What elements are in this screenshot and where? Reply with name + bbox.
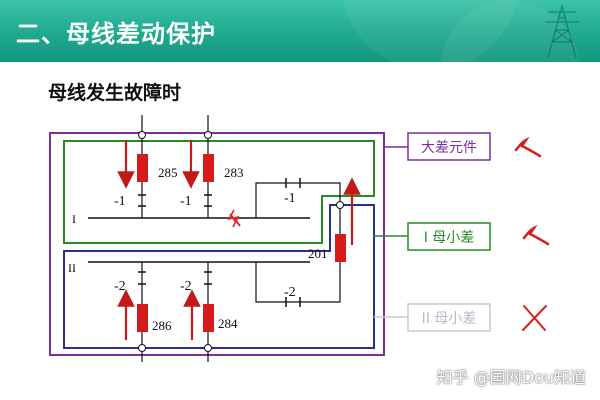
bus1-diff-zone bbox=[63, 140, 375, 244]
feeder-283: 283 -1 bbox=[180, 115, 244, 218]
breaker-201 bbox=[335, 234, 346, 262]
title-decoration bbox=[342, 0, 580, 62]
breaker-201-label: 201 bbox=[308, 246, 328, 261]
bus-coupler-201: -1 201 -2 bbox=[255, 177, 361, 307]
bus2-diff-element: II 母小差 bbox=[407, 303, 491, 332]
breaker-284-label: 284 bbox=[218, 316, 238, 331]
feeder-286: -2 286 bbox=[114, 262, 172, 362]
bus2-diff-label: II 母小差 bbox=[422, 311, 477, 327]
feeder-284: -2 284 bbox=[180, 262, 238, 362]
breaker-283-label: 283 bbox=[224, 165, 244, 180]
fault-lightning-icon-2 bbox=[227, 209, 240, 228]
switch-285-label: -1 bbox=[114, 194, 126, 209]
bus1-diff-check-icon bbox=[522, 224, 550, 246]
breaker-285 bbox=[137, 154, 148, 182]
big-diff-label: 大差元件 bbox=[421, 140, 477, 156]
breaker-285-label: 285 bbox=[158, 165, 178, 180]
switch-201-bottom-label: -2 bbox=[284, 285, 296, 300]
breaker-286 bbox=[137, 304, 148, 332]
section-subtitle: 母线发生故障时 bbox=[48, 82, 182, 104]
big-diff-element: 大差元件 bbox=[407, 132, 491, 161]
breaker-286-label: 286 bbox=[152, 318, 172, 333]
big-diff-check-icon bbox=[514, 136, 542, 158]
breaker-284 bbox=[203, 304, 214, 332]
big-diff-zone bbox=[49, 132, 385, 356]
switch-201-top-label: -1 bbox=[284, 191, 296, 206]
power-tower-icon bbox=[545, 4, 579, 59]
switch-284-label: -2 bbox=[180, 279, 192, 294]
bus-1-label: I bbox=[72, 212, 76, 226]
switch-283-label: -1 bbox=[180, 194, 192, 209]
title-bar: 二、母线差动保护 bbox=[0, 0, 600, 62]
bus-2-label: II bbox=[68, 261, 76, 275]
bus2-diff-zone bbox=[63, 204, 375, 349]
bus1-diff-label: I 母小差 bbox=[424, 230, 475, 246]
watermark: 知乎 @国网Dou知道 bbox=[436, 368, 586, 387]
bus1-diff-element: I 母小差 bbox=[407, 222, 491, 251]
page-title: 二、母线差动保护 bbox=[16, 20, 216, 48]
breaker-283 bbox=[203, 154, 214, 182]
feeder-285: 285 -1 bbox=[114, 115, 178, 218]
bus2-diff-cross-icon bbox=[522, 305, 547, 331]
switch-286-label: -2 bbox=[114, 279, 126, 294]
